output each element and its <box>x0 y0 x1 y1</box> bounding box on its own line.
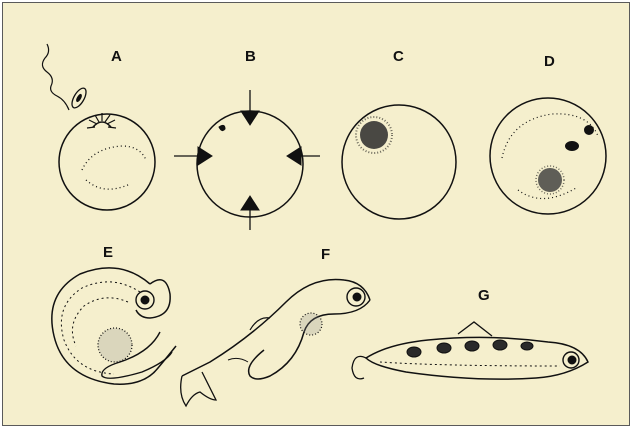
stage-e-coiled-embryo <box>52 268 176 384</box>
label-a: A <box>111 48 122 65</box>
stage-d-eyed-egg <box>490 98 606 214</box>
label-f: F <box>321 246 330 263</box>
stage-c-egg-blastodisc <box>342 105 456 219</box>
label-g: G <box>478 287 490 304</box>
stage-f-alevin <box>181 279 370 406</box>
label-d: D <box>544 53 555 70</box>
label-b: B <box>245 48 256 65</box>
label-c: C <box>393 48 404 65</box>
stage-b-egg-arrows <box>174 90 320 230</box>
stage-a-egg-fertilization <box>42 44 155 210</box>
label-e: E <box>103 244 113 261</box>
stage-g-fry <box>352 322 588 379</box>
